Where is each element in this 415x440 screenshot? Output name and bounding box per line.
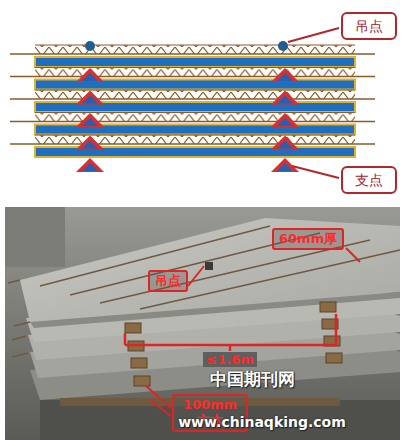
- leader-line: [292, 166, 339, 178]
- callout-box: 支点: [341, 166, 397, 194]
- support-triangle: [76, 68, 299, 172]
- dimension-bracket: [125, 314, 336, 351]
- watermark: www.chinaqking.com: [178, 414, 346, 430]
- slab-layer: [10, 68, 375, 90]
- lifting-point: [278, 41, 288, 51]
- watermark: 中国期刊网: [210, 368, 295, 391]
- leader-line: [288, 28, 339, 42]
- lifting-point: [85, 41, 95, 51]
- callout-box: 吊点: [341, 12, 397, 40]
- photo: [5, 207, 400, 440]
- callout-text: 支点: [355, 171, 383, 189]
- dimension-label: ≤1.6m: [203, 352, 256, 367]
- leader-line: [146, 248, 360, 416]
- slab-layer: [10, 45, 375, 67]
- slab-layer: [10, 135, 375, 157]
- slab-layer: [10, 90, 375, 112]
- callout-text: 吊点: [155, 273, 181, 289]
- callout-box: 60mm厚: [272, 228, 344, 250]
- callout-text: 60mm厚: [279, 231, 337, 247]
- slab-layer: [10, 113, 375, 135]
- callout-box: 吊点: [148, 270, 188, 292]
- callout-text: 吊点: [355, 17, 383, 35]
